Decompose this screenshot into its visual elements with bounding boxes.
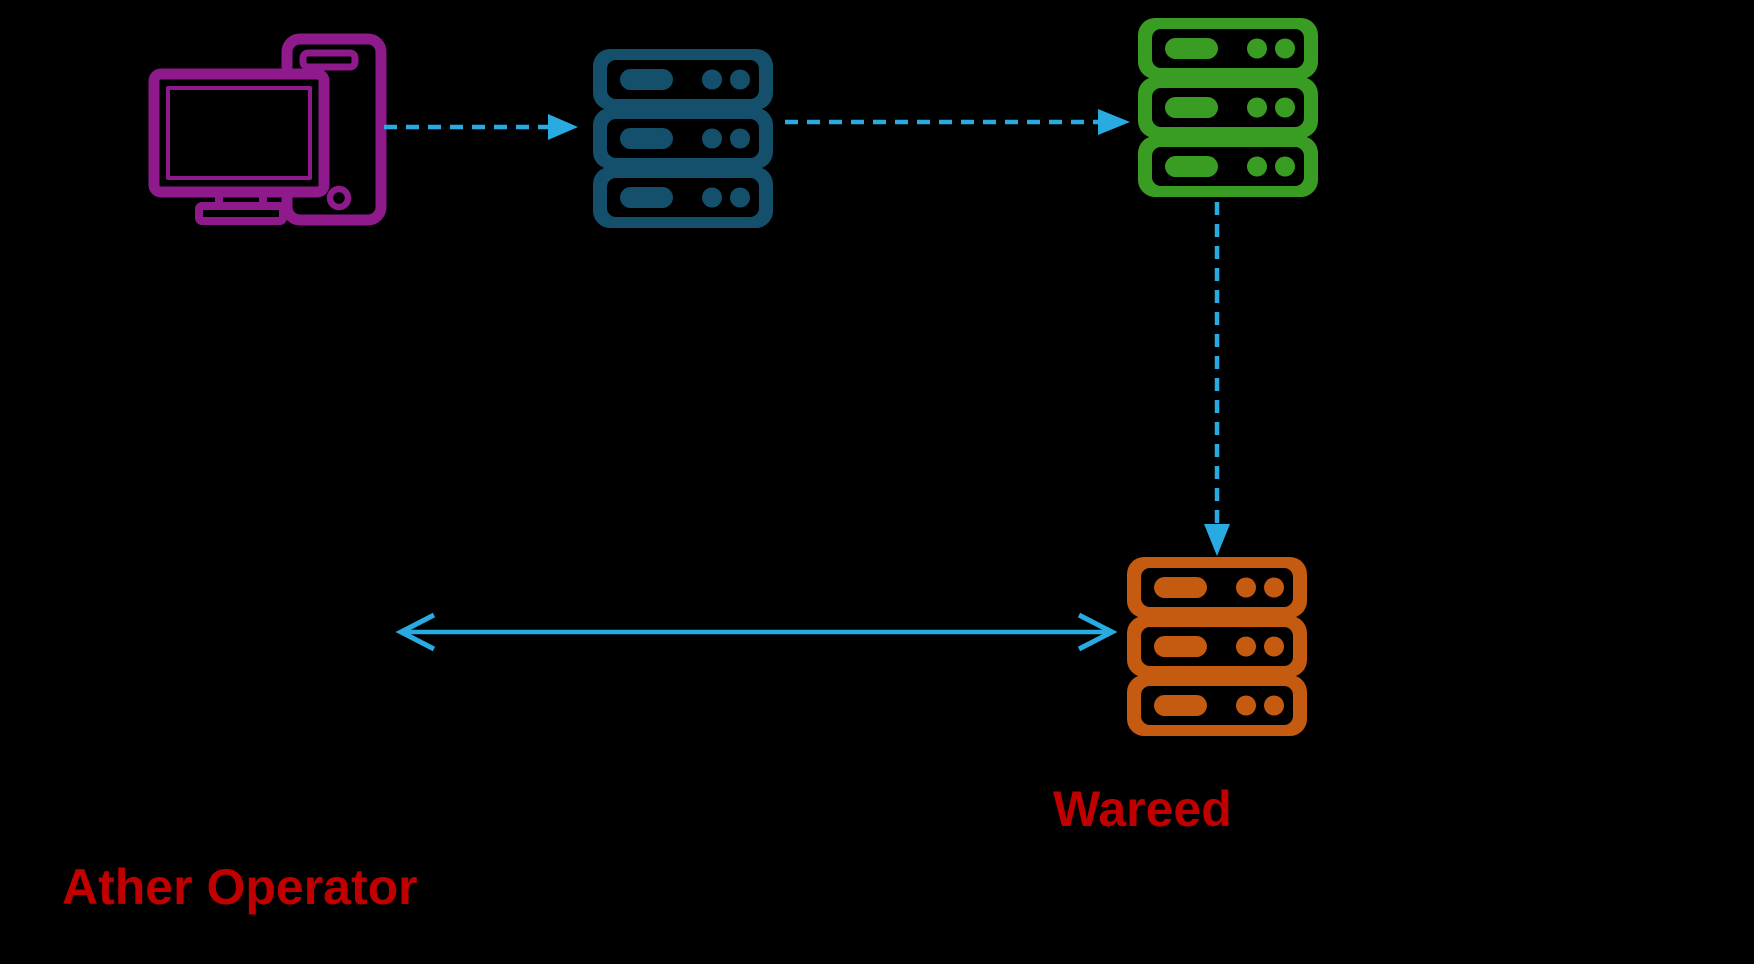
monitor-frame bbox=[148, 68, 330, 198]
arrowhead-down-icon bbox=[1204, 524, 1230, 556]
diagram-arrows bbox=[384, 109, 1230, 652]
arrow-blue-server-to-green-server bbox=[785, 109, 1130, 135]
server-green-icon bbox=[1138, 18, 1318, 197]
arrow-operator-wareed-bidirectional bbox=[395, 612, 1118, 652]
wareed-label: Wareed bbox=[1053, 781, 1232, 837]
server-blue-icon bbox=[593, 49, 773, 228]
ather-operator-label: Ather Operator bbox=[62, 859, 418, 915]
arrow-green-server-to-wareed-server bbox=[1204, 202, 1230, 556]
arrow-workstation-to-blue-server bbox=[384, 114, 578, 140]
monitor-stand-base bbox=[195, 202, 287, 225]
arrowhead-right-icon bbox=[1098, 109, 1130, 135]
arrowhead-right-icon bbox=[1077, 612, 1118, 652]
monitor-screen bbox=[166, 86, 312, 180]
arrowhead-left-icon bbox=[395, 612, 436, 652]
arrowhead-right-icon bbox=[548, 114, 578, 140]
operator-headset-icon bbox=[64, 558, 346, 800]
server-wareed-icon bbox=[1127, 557, 1307, 736]
tower-power-button bbox=[326, 185, 352, 211]
tower-drive-slot bbox=[299, 49, 359, 71]
workstation-icon bbox=[148, 33, 387, 226]
